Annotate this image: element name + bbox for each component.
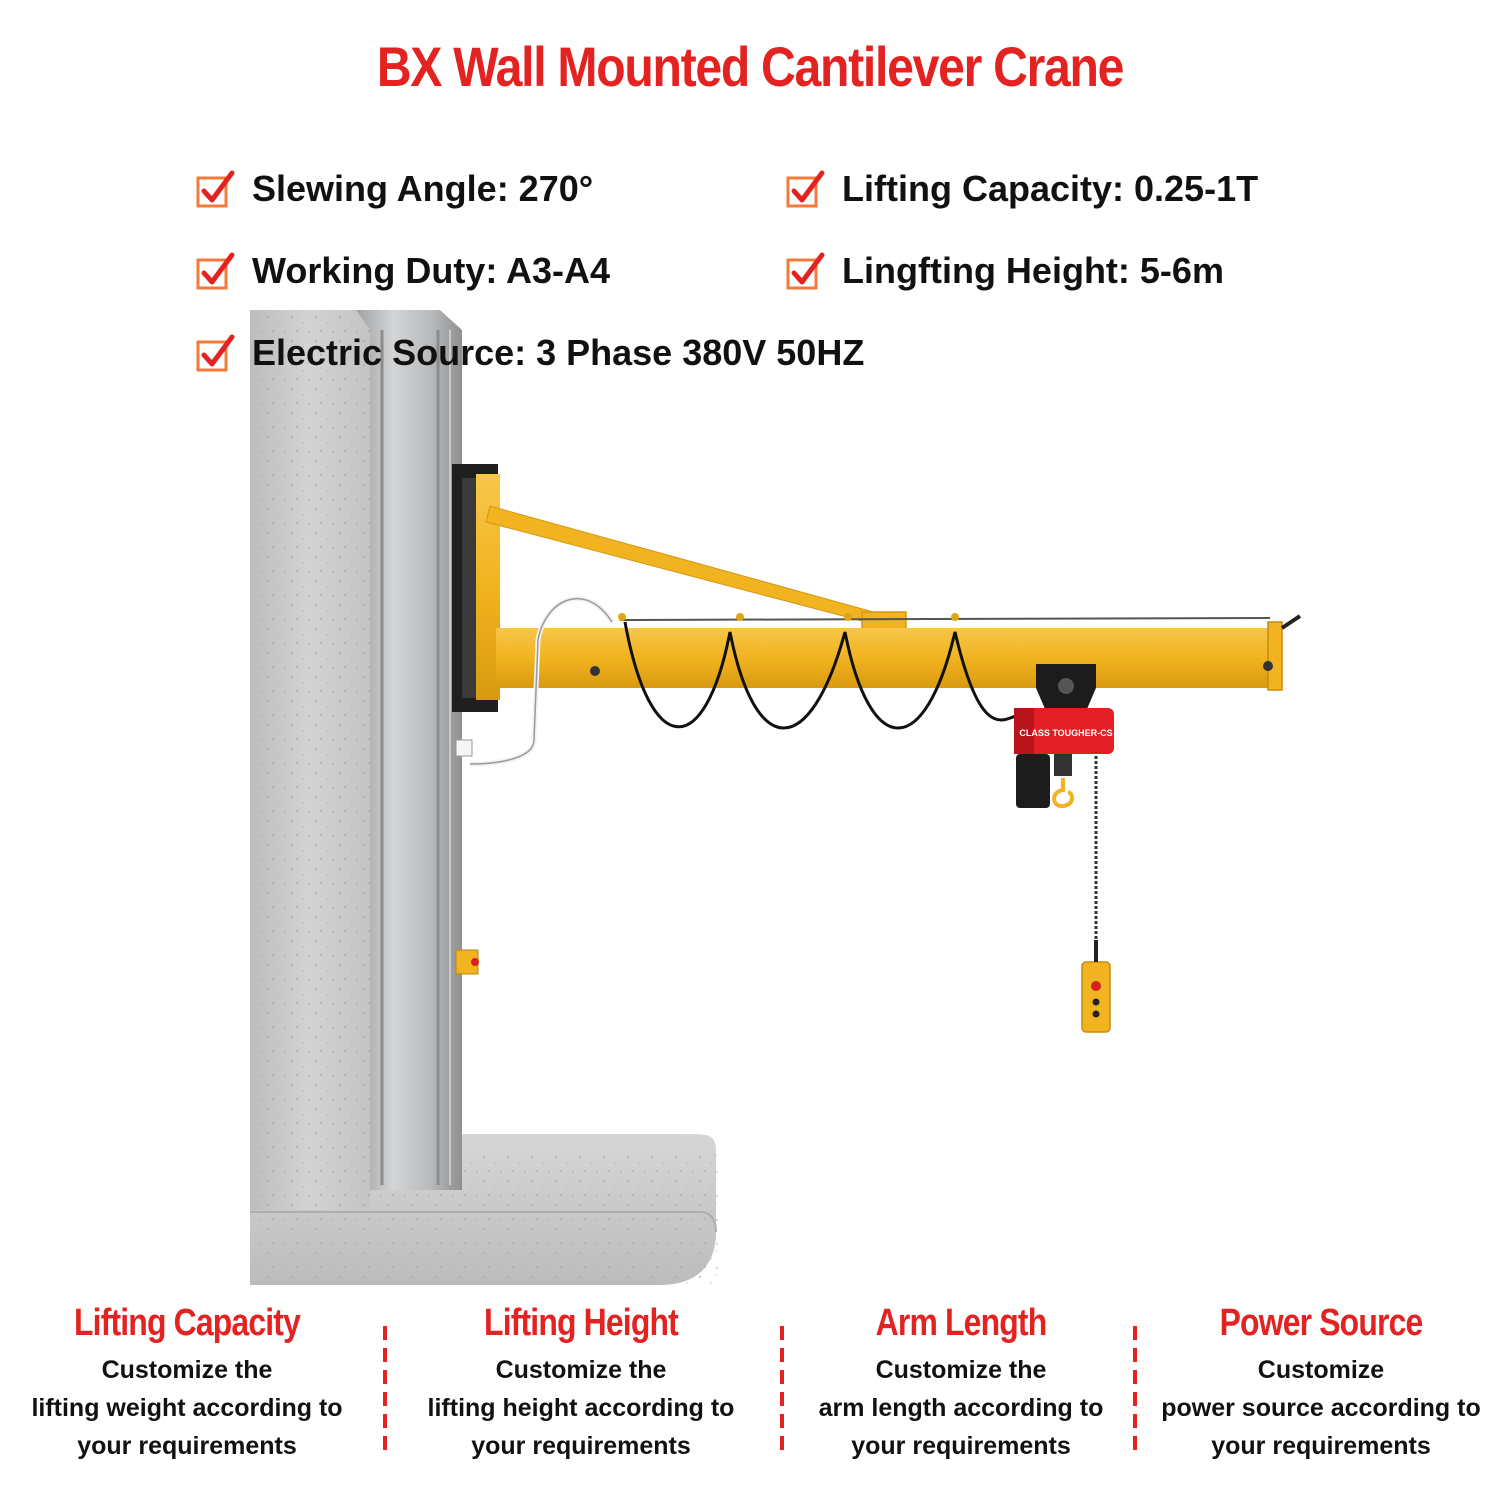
- checkbox-check-icon: [196, 170, 235, 208]
- spec-lifting-capacity: Lifting Capacity: 0.25-1T: [786, 168, 1258, 210]
- spec-lifting-height: Lingfting Height: 5-6m: [786, 250, 1224, 292]
- cantilever-beam: [496, 628, 1280, 688]
- feature-title: Arm Length: [875, 1302, 1048, 1344]
- spec-working-duty: Working Duty: A3-A4: [196, 250, 610, 292]
- divider: [383, 1326, 387, 1458]
- checkbox-check-icon: [786, 170, 825, 208]
- spec-text: Working Duty: A3-A4: [252, 250, 611, 291]
- divider: [1133, 1326, 1137, 1458]
- steel-column: [356, 310, 462, 1190]
- festoon-cable: [623, 621, 1031, 730]
- spec-text: Slewing Angle: 270°: [252, 168, 594, 209]
- feature-title: Lifting Capacity: [74, 1302, 301, 1344]
- feature-line: your requirements: [851, 1432, 1071, 1460]
- feature-description: Customize the lifting weight according t…: [0, 1351, 374, 1465]
- feature-description: Customize power source according to your…: [1146, 1351, 1496, 1465]
- divider: [780, 1326, 784, 1458]
- checkbox-check-icon: [196, 334, 235, 372]
- hoist-label: CLASS TOUGHER-CS: [1019, 728, 1112, 738]
- feature-arm-length: Arm Length Customize the arm length acco…: [790, 1302, 1132, 1465]
- feature-description: Customize the arm length according to yo…: [790, 1351, 1132, 1465]
- page-title: BX Wall Mounted Cantilever Crane: [376, 35, 1125, 98]
- feature-line: your requirements: [471, 1432, 691, 1460]
- feature-line: Customize: [1257, 1356, 1385, 1384]
- feature-lifting-capacity: Lifting Capacity Customize the lifting w…: [0, 1302, 374, 1465]
- checkbox-check-icon: [196, 252, 235, 290]
- feature-title: Lifting Height: [484, 1302, 679, 1344]
- feature-lifting-height: Lifting Height Customize the lifting hei…: [394, 1302, 768, 1465]
- spec-text: Lingfting Height: 5-6m: [842, 250, 1224, 291]
- feature-description: Customize the lifting height according t…: [394, 1351, 768, 1465]
- feature-line: Customize the: [101, 1356, 273, 1384]
- feature-line: your requirements: [77, 1432, 297, 1460]
- checkbox-check-icon: [786, 252, 825, 290]
- feature-line: lifting height according to: [427, 1394, 735, 1422]
- feature-line: power source according to: [1161, 1394, 1481, 1422]
- feature-line: arm length according to: [818, 1394, 1104, 1422]
- spec-text: Electric Source: 3 Phase 380V 50HZ: [252, 332, 865, 373]
- spec-text: Lifting Capacity: 0.25-1T: [842, 168, 1259, 209]
- spec-electric-source: Electric Source: 3 Phase 380V 50HZ: [196, 332, 864, 374]
- feature-line: lifting weight according to: [31, 1394, 343, 1422]
- feature-line: Customize the: [495, 1356, 667, 1384]
- hook-icon: [1052, 778, 1075, 809]
- feature-line: Customize the: [875, 1356, 1047, 1384]
- spec-slewing-angle: Slewing Angle: 270°: [196, 168, 593, 210]
- pendant-control: [1081, 961, 1111, 1033]
- tie-rod: [485, 505, 898, 631]
- electric-hoist: [1014, 708, 1114, 754]
- feature-power-source: Power Source Customize power source acco…: [1146, 1302, 1496, 1465]
- feature-line: your requirements: [1211, 1432, 1431, 1460]
- feature-title: Power Source: [1219, 1302, 1424, 1344]
